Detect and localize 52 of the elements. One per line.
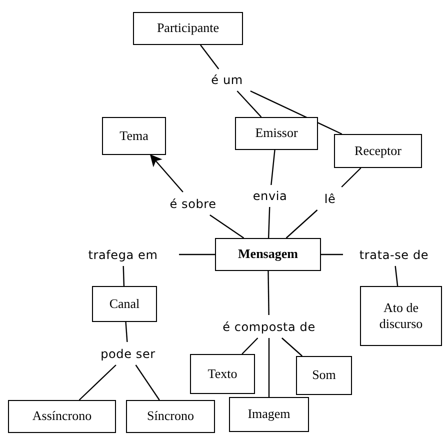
concept-label: Ato de discurso — [378, 300, 424, 332]
connector-line — [125, 322, 128, 342]
concept-box — [334, 134, 422, 168]
connector-line — [78, 364, 116, 400]
concept-label: Texto — [208, 366, 238, 382]
linking-phrase: é um — [205, 72, 249, 88]
connector-line — [321, 254, 343, 256]
concept-box — [296, 356, 352, 395]
concept-box — [235, 117, 318, 150]
connector-line — [250, 90, 342, 135]
linking-phrase: pode ser — [86, 345, 170, 362]
concept-box — [8, 400, 116, 433]
concept-box — [190, 354, 255, 394]
connector-line — [135, 364, 160, 400]
linking-phrase: trafega em — [70, 246, 176, 263]
connector-line — [242, 338, 258, 354]
concept-box — [215, 238, 321, 271]
connector-line — [270, 150, 276, 186]
concept-label: Participante — [156, 20, 220, 37]
concept-label: Tema — [120, 128, 148, 144]
linking-phrase: lê — [320, 190, 340, 207]
concept-label: Mensagem — [238, 246, 298, 263]
concept-box — [102, 117, 166, 155]
concept-label: Canal — [109, 296, 140, 312]
concept-box — [133, 12, 243, 45]
connector-line — [268, 271, 270, 315]
concept-label: Som — [312, 367, 336, 384]
concept-box — [92, 286, 157, 322]
linking-phrase: trata-se de — [346, 246, 442, 263]
concept-box — [360, 286, 442, 346]
concept-box — [229, 397, 309, 432]
connector-line — [236, 90, 262, 118]
concept-label: Receptor — [354, 142, 402, 160]
connector-line — [341, 168, 362, 188]
connector-line — [282, 338, 302, 356]
connector-line — [286, 210, 318, 238]
concept-box — [126, 400, 215, 433]
connector-line — [268, 338, 270, 397]
connector-line — [179, 254, 215, 256]
connector-line — [122, 266, 125, 286]
linking-phrase: é sobre — [160, 195, 226, 212]
concept-label: Síncrono — [147, 408, 194, 425]
connector-line — [200, 44, 220, 70]
arrow — [150, 154, 184, 192]
connector-line — [394, 266, 398, 286]
concept-label: Emissor — [255, 125, 298, 142]
connector-line — [268, 206, 270, 238]
concept-label: Assíncrono — [32, 408, 92, 425]
linking-phrase: é composta de — [199, 318, 339, 335]
connector-line — [210, 214, 244, 238]
concept-label: Imagem — [248, 406, 290, 423]
linking-phrase: envia — [246, 188, 294, 204]
